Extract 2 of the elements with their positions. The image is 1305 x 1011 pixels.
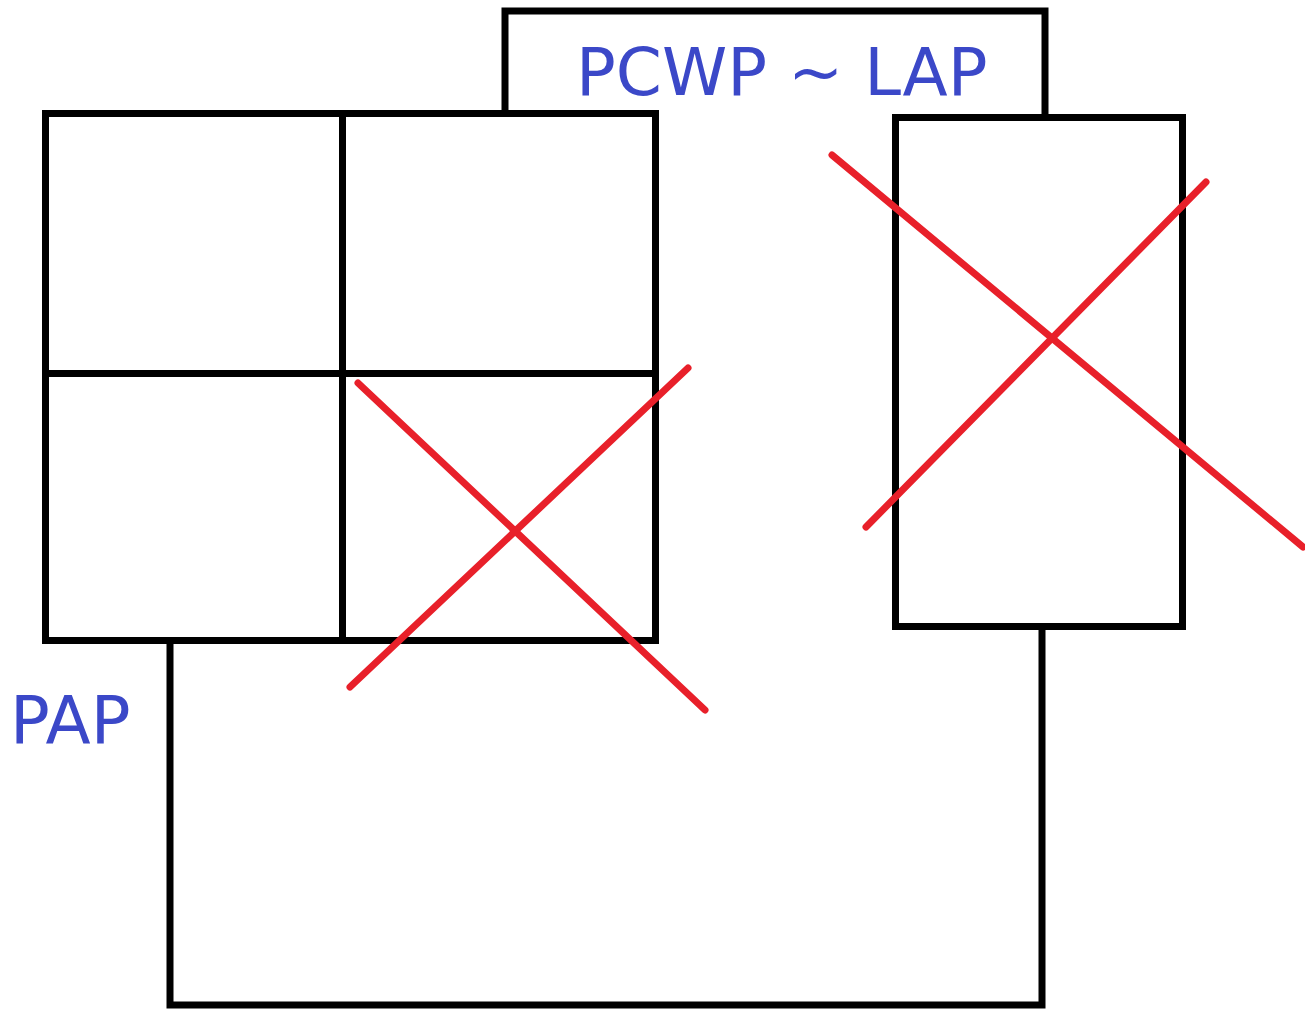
connector-line bbox=[501, 7, 1049, 114]
chamber-box bbox=[892, 114, 1186, 630]
